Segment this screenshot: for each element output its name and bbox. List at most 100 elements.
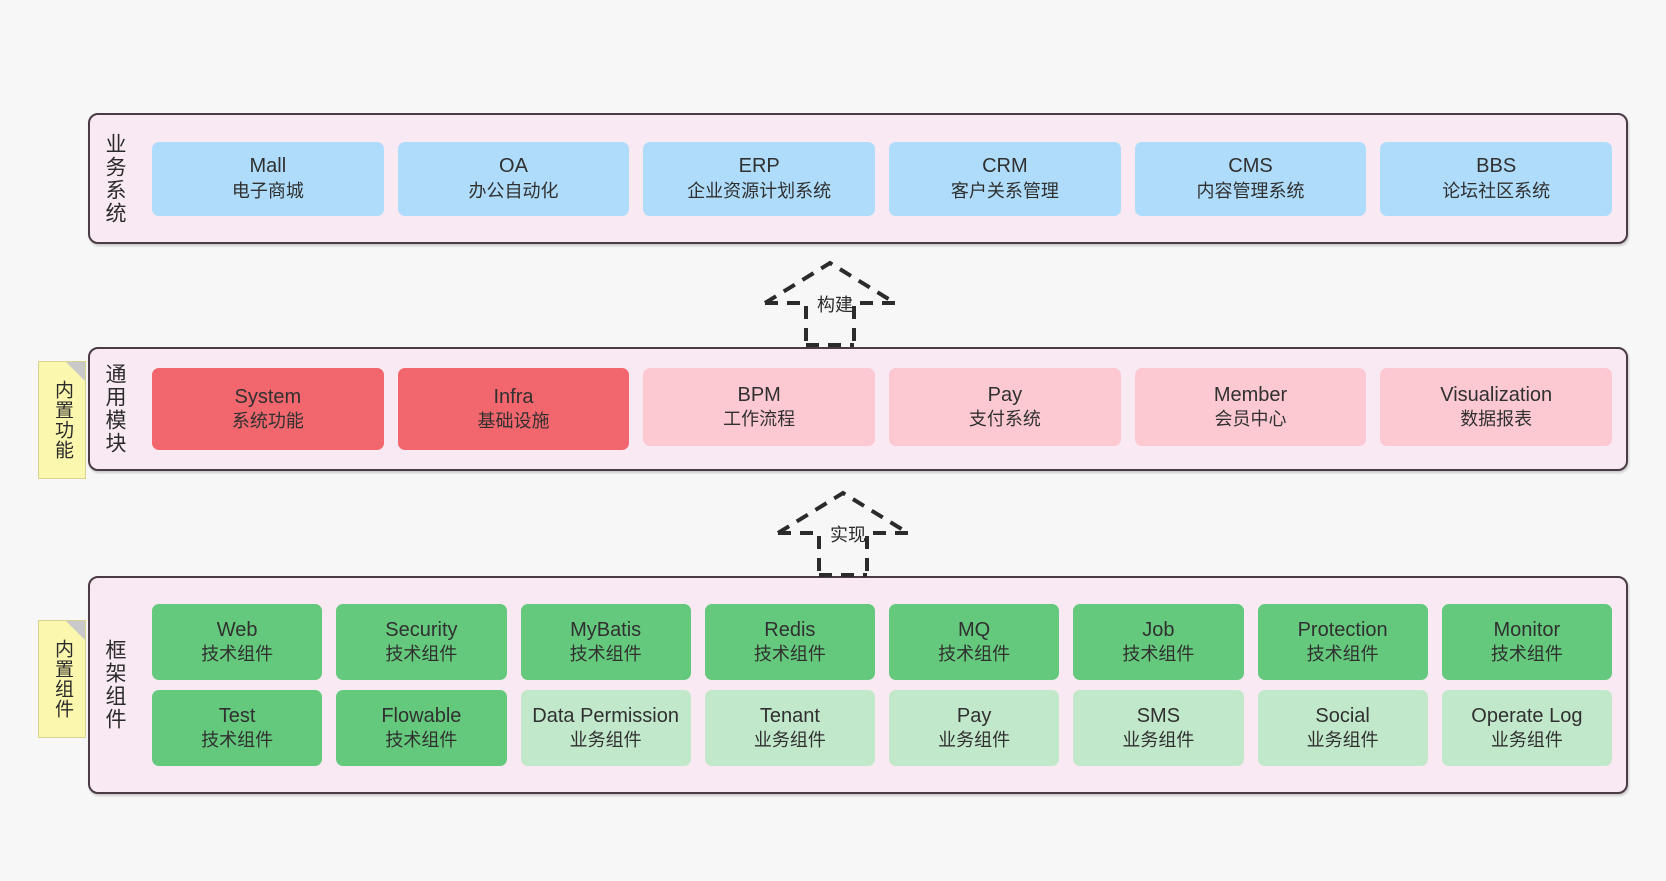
card-title: Security [385,618,457,644]
card-data-permission[interactable]: Data Permission 业务组件 [521,690,691,766]
card-title: Flowable [381,704,461,730]
arrow-implement-label: 实现 [830,521,866,547]
card-row: Mall 电子商城 OA 办公自动化 ERP 企业资源计划系统 CRM 客户关系… [152,142,1612,216]
card-operate-log[interactable]: Operate Log 业务组件 [1442,690,1612,766]
card-protection[interactable]: Protection 技术组件 [1258,604,1428,680]
card-subtitle: 会员中心 [1215,408,1287,431]
layer-common-module: 通用模块 System 系统功能 Infra 基础设施 BPM 工作流程 Pay… [88,347,1628,471]
card-row-technical: Web 技术组件 Security 技术组件 MyBatis 技术组件 Redi… [152,604,1612,680]
card-title: Test [219,704,256,730]
card-mall[interactable]: Mall 电子商城 [152,142,384,216]
card-subtitle: 技术组件 [1307,643,1379,666]
card-oa[interactable]: OA 办公自动化 [398,142,630,216]
note-label: 内置组件 [52,639,72,719]
card-title: MQ [958,618,990,644]
card-subtitle: 业务组件 [1307,729,1379,752]
layer-body-common-module: System 系统功能 Infra 基础设施 BPM 工作流程 Pay 支付系统… [138,349,1626,469]
card-test[interactable]: Test 技术组件 [152,690,322,766]
card-infra[interactable]: Infra 基础设施 [398,368,630,450]
card-subtitle: 技术组件 [938,643,1010,666]
card-pay[interactable]: Pay 支付系统 [889,368,1121,446]
card-subtitle: 支付系统 [969,408,1041,431]
card-title: Operate Log [1471,704,1582,730]
card-mybatis[interactable]: MyBatis 技术组件 [521,604,691,680]
card-subtitle: 技术组件 [570,643,642,666]
card-subtitle: 技术组件 [201,643,273,666]
card-subtitle: 技术组件 [385,729,457,752]
card-subtitle: 业务组件 [570,729,642,752]
card-title: ERP [739,154,780,180]
layer-label-common-module: 通用模块 [90,349,138,469]
card-crm[interactable]: CRM 客户关系管理 [889,142,1121,216]
card-cms[interactable]: CMS 内容管理系统 [1135,142,1367,216]
arrow-build-label: 构建 [817,291,853,317]
card-title: BBS [1476,154,1516,180]
card-subtitle: 数据报表 [1460,408,1532,431]
card-monitor[interactable]: Monitor 技术组件 [1442,604,1612,680]
card-subtitle: 内容管理系统 [1197,180,1305,203]
card-title: Protection [1298,618,1388,644]
card-subtitle: 电子商城 [232,180,304,203]
layer-business-system: 业务系统 Mall 电子商城 OA 办公自动化 ERP 企业资源计划系统 CRM… [88,113,1628,244]
card-subtitle: 工作流程 [723,408,795,431]
card-subtitle: 系统功能 [232,410,304,433]
card-subtitle: 技术组件 [754,643,826,666]
card-title: Web [217,618,258,644]
card-subtitle: 技术组件 [385,643,457,666]
card-member[interactable]: Member 会员中心 [1135,368,1367,446]
card-subtitle: 技术组件 [201,729,273,752]
card-visualization[interactable]: Visualization 数据报表 [1380,368,1612,446]
card-subtitle: 业务组件 [938,729,1010,752]
card-row: System 系统功能 Infra 基础设施 BPM 工作流程 Pay 支付系统… [152,368,1612,450]
card-subtitle: 业务组件 [1491,729,1563,752]
card-subtitle: 技术组件 [1122,643,1194,666]
note-builtin-feature: 内置功能 [38,361,86,479]
card-title: Monitor [1494,618,1561,644]
note-fold-corner-icon [66,621,85,640]
card-job[interactable]: Job 技术组件 [1073,604,1243,680]
card-subtitle: 论坛社区系统 [1442,180,1550,203]
card-title: MyBatis [570,618,641,644]
card-title: Data Permission [532,704,679,730]
note-fold-corner-icon [66,362,85,381]
layer-body-business-system: Mall 电子商城 OA 办公自动化 ERP 企业资源计划系统 CRM 客户关系… [138,115,1626,242]
card-title: Infra [493,385,533,411]
card-subtitle: 办公自动化 [469,180,559,203]
card-bbs[interactable]: BBS 论坛社区系统 [1380,142,1612,216]
card-subtitle: 技术组件 [1491,643,1563,666]
card-title: CRM [982,154,1028,180]
card-subtitle: 企业资源计划系统 [687,180,831,203]
card-title: Pay [957,704,991,730]
layer-framework-component: 框架组件 Web 技术组件 Security 技术组件 MyBatis 技术组件… [88,576,1628,794]
card-title: Mall [250,154,287,180]
card-subtitle: 业务组件 [754,729,826,752]
card-title: Job [1142,618,1174,644]
card-bpm[interactable]: BPM 工作流程 [643,368,875,446]
card-title: Social [1315,704,1369,730]
card-subtitle: 业务组件 [1122,729,1194,752]
card-tenant[interactable]: Tenant 业务组件 [705,690,875,766]
card-erp[interactable]: ERP 企业资源计划系统 [643,142,875,216]
card-flowable[interactable]: Flowable 技术组件 [336,690,506,766]
card-subtitle: 基础设施 [478,410,550,433]
card-title: SMS [1137,704,1180,730]
layer-body-framework-component: Web 技术组件 Security 技术组件 MyBatis 技术组件 Redi… [138,578,1626,792]
card-web[interactable]: Web 技术组件 [152,604,322,680]
arrow-build: 构建 [755,255,905,347]
card-sms[interactable]: SMS 业务组件 [1073,690,1243,766]
card-row-business: Test 技术组件 Flowable 技术组件 Data Permission … [152,690,1612,766]
card-system[interactable]: System 系统功能 [152,368,384,450]
note-builtin-component: 内置组件 [38,620,86,738]
card-social[interactable]: Social 业务组件 [1258,690,1428,766]
layer-label-framework-component: 框架组件 [90,578,138,792]
card-mq[interactable]: MQ 技术组件 [889,604,1059,680]
card-title: BPM [738,383,781,409]
card-subtitle: 客户关系管理 [951,180,1059,203]
card-title: Visualization [1440,383,1552,409]
card-pay-business[interactable]: Pay 业务组件 [889,690,1059,766]
card-security[interactable]: Security 技术组件 [336,604,506,680]
card-title: OA [499,154,528,180]
card-title: System [234,385,301,411]
note-label: 内置功能 [52,380,72,460]
card-redis[interactable]: Redis 技术组件 [705,604,875,680]
